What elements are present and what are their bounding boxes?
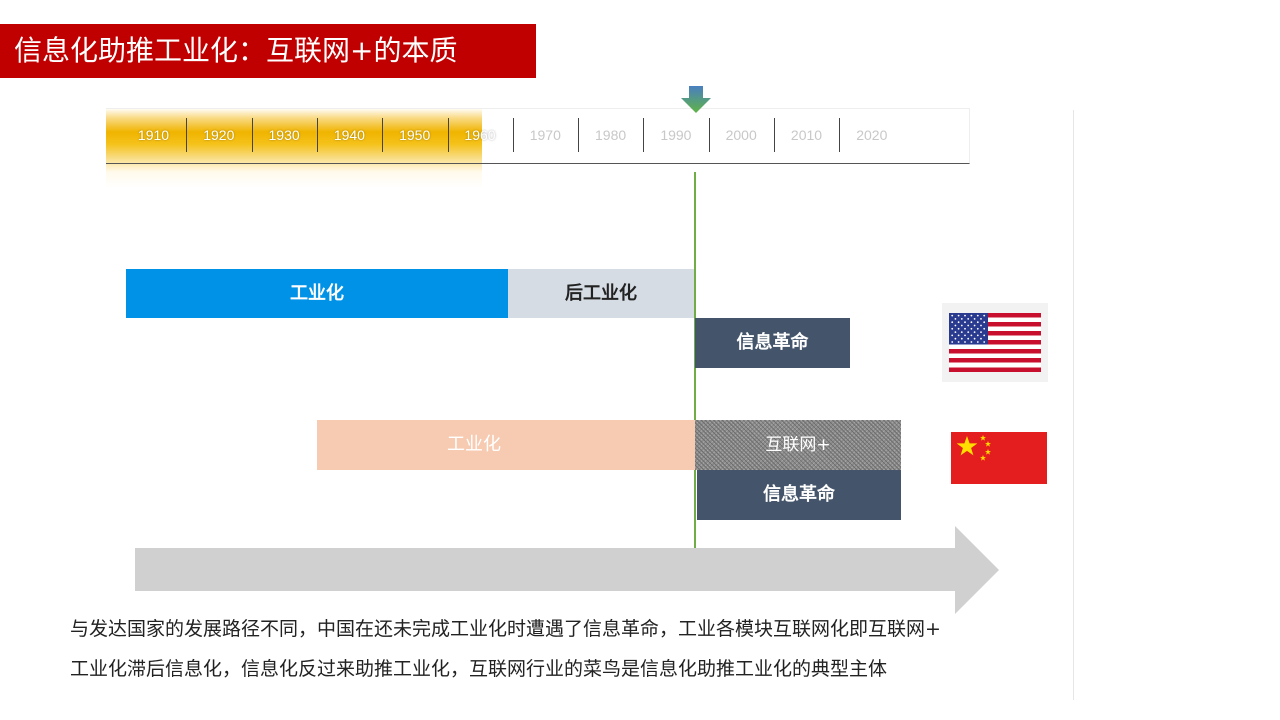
timeline-year-label: 1940	[333, 127, 365, 143]
star-icon	[960, 318, 963, 320]
star-icon	[964, 314, 966, 317]
description-line-1: 与发达国家的发展路径不同，中国在还未完成工业化时遭遇了信息革命，工业各模块互联网…	[70, 618, 941, 640]
timeline-year-label: 2010	[790, 127, 823, 143]
timeline-year-label: 1960	[464, 127, 496, 143]
star-icon	[983, 314, 986, 317]
star-icon	[967, 318, 970, 320]
star-icon	[983, 327, 986, 330]
timeline-year-label: 1920	[203, 127, 235, 143]
progress-arrow	[135, 526, 999, 614]
star-icon	[951, 327, 954, 330]
star-icon	[964, 321, 966, 324]
star-icon	[976, 341, 979, 343]
star-icon	[960, 331, 963, 333]
timeline-separator	[839, 118, 841, 152]
star-icon	[973, 324, 976, 327]
star-icon	[954, 331, 957, 333]
usa-post-industrialization-bar: 后工业化	[508, 269, 694, 318]
star-icon	[954, 324, 957, 327]
star-icon	[980, 318, 982, 320]
star-icon	[967, 331, 970, 333]
star-icon	[964, 327, 966, 330]
timeline-separator	[643, 118, 645, 152]
china-industrialization-bar: 工业化	[317, 420, 695, 470]
timeline-separator	[186, 118, 188, 152]
star-icon	[970, 341, 973, 343]
description-line-2: 工业化滞后信息化，信息化反过来助推工业化，互联网行业的菜鸟是信息化助推工业化的典…	[70, 658, 888, 680]
star-icon	[970, 327, 973, 330]
timeline-ticks: 1910 1920 1930 1940 1950 1960 1970 1980 1990 2000…	[106, 118, 970, 152]
usa-info-revolution-bar: 信息革命	[695, 318, 850, 368]
page-title: 信息化助推工业化：互联网+的本质	[0, 24, 536, 78]
star-icon	[980, 337, 982, 340]
timeline-year-label: 1910	[137, 127, 170, 143]
usa-industrialization-bar: 工业化	[126, 269, 508, 318]
star-icon	[951, 314, 954, 317]
star-icon	[960, 324, 963, 327]
timeline-separator	[447, 118, 449, 152]
star-icon	[970, 314, 973, 317]
star-icon	[980, 331, 982, 333]
star-icon	[951, 334, 954, 337]
star-icon	[957, 334, 960, 337]
star-icon	[960, 337, 963, 340]
usa-flag-icon	[949, 313, 1041, 372]
timeline-axis	[106, 108, 970, 164]
timeline-separator	[251, 118, 253, 152]
star-icon	[970, 321, 973, 324]
star-icon	[954, 337, 957, 340]
star-icon	[973, 337, 976, 340]
timeline-separator	[316, 118, 318, 152]
timeline-separator	[578, 118, 580, 152]
timeline-year-label: 2000	[725, 127, 757, 143]
china-internet-plus-bar: 互联网+	[695, 420, 901, 470]
star-icon	[976, 327, 979, 330]
star-icon	[976, 314, 979, 317]
star-icon	[951, 341, 954, 343]
star-icon	[973, 318, 976, 320]
star-icon	[983, 341, 986, 343]
timeline-separator	[512, 118, 514, 152]
star-icon	[970, 334, 973, 337]
star-icon	[957, 321, 960, 324]
timeline-year-label: 1950	[399, 127, 431, 143]
star-icon	[951, 321, 954, 324]
star-icon	[957, 341, 960, 343]
timeline-separator	[774, 118, 775, 152]
china-flag-icon	[951, 432, 1047, 484]
star-icon	[957, 314, 960, 317]
star-icon	[967, 324, 970, 327]
timeline-year-label: 1930	[268, 127, 300, 143]
china-info-revolution-bar: 信息革命	[697, 470, 901, 520]
timeline-separator	[708, 118, 710, 152]
star-icon	[983, 321, 986, 324]
timeline-highlight	[106, 108, 482, 188]
star-icon	[973, 331, 976, 333]
timeline-year-label: 1990	[660, 127, 692, 143]
timeline-separator	[382, 118, 384, 152]
timeline-year-label: 1970	[529, 127, 561, 143]
timeline-year-label: 1980	[595, 127, 627, 143]
arrow-down-icon	[681, 86, 711, 113]
star-icon	[976, 334, 979, 337]
divider	[1073, 110, 1074, 700]
star-icon	[954, 318, 957, 320]
star-icon	[980, 324, 982, 327]
star-icon	[976, 321, 979, 324]
star-icon	[964, 334, 966, 337]
star-icon	[957, 327, 960, 330]
star-icon	[967, 337, 970, 340]
star-icon	[964, 341, 966, 343]
star-icon	[983, 334, 986, 337]
timeline-year-label: 2020	[856, 127, 888, 143]
